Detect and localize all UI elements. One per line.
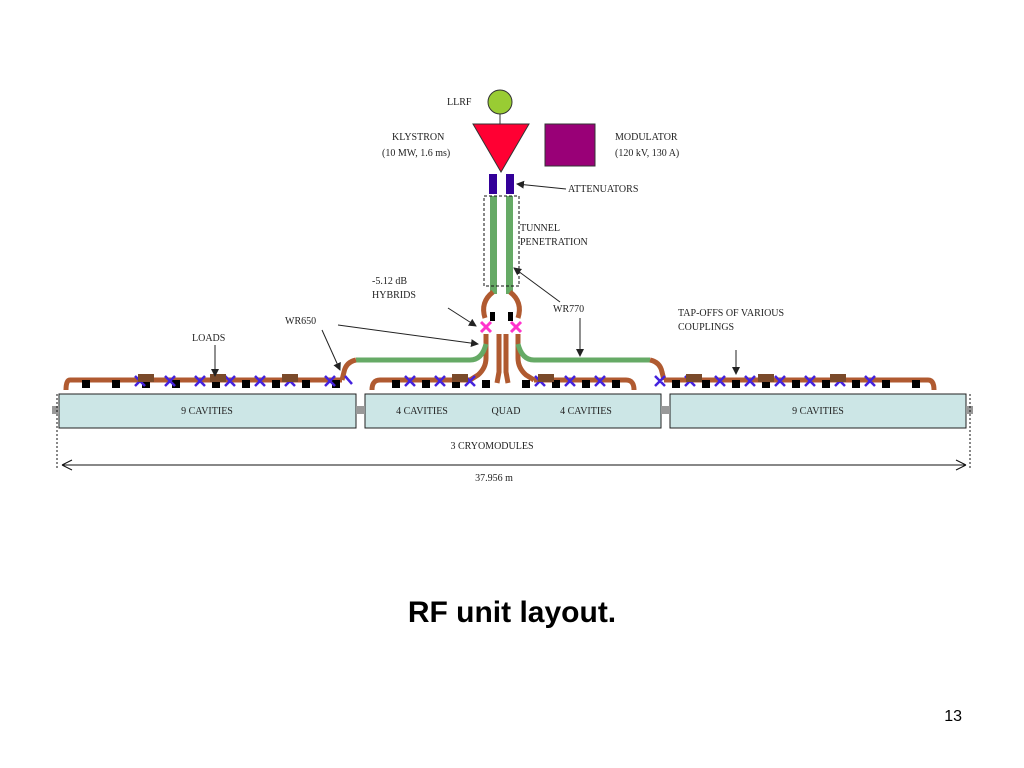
cryo-mid-right-label: 4 CAVITIES bbox=[560, 406, 612, 417]
modulator-box bbox=[544, 123, 596, 167]
left-module-couplers bbox=[82, 374, 353, 388]
llrf-label: LLRF bbox=[447, 97, 472, 108]
tunnel-label-2: PENETRATION bbox=[520, 237, 588, 248]
wr770-label: WR770 bbox=[553, 304, 584, 315]
wr770-guide-left bbox=[490, 196, 497, 294]
hybrids-label-2: HYBRIDS bbox=[372, 290, 416, 301]
klystron-label: KLYSTRON bbox=[392, 132, 444, 143]
cryo-right-label: 9 CAVITIES bbox=[792, 406, 844, 417]
attenuators-label: ATTENUATORS bbox=[568, 184, 638, 195]
hybrid-upper-right bbox=[509, 320, 523, 334]
hybrids-label-1: -5.12 dB bbox=[372, 276, 407, 287]
tunnel-label-1: TUNNEL bbox=[520, 223, 560, 234]
length-label: 37.956 m bbox=[475, 473, 513, 484]
middle-module-couplers bbox=[392, 374, 620, 388]
loads-label: LOADS bbox=[192, 333, 225, 344]
cryomodules-label: 3 CRYOMODULES bbox=[450, 441, 533, 452]
modulator-spec: (120 kV, 130 A) bbox=[615, 148, 679, 159]
tunnel-penetration-box bbox=[483, 195, 520, 287]
klystron-triangle bbox=[472, 123, 530, 173]
modulator-label: MODULATOR bbox=[615, 132, 678, 143]
cryomodule-middle bbox=[364, 393, 662, 429]
cryo-left-label: 9 CAVITIES bbox=[181, 406, 233, 417]
right-module-couplers bbox=[654, 374, 920, 388]
wr770-guide-right bbox=[506, 196, 513, 294]
wr650-label: WR650 bbox=[285, 316, 316, 327]
page-number: 13 bbox=[944, 708, 962, 725]
klystron-spec: (10 MW, 1.6 ms) bbox=[382, 148, 450, 159]
slide-caption: RF unit layout. bbox=[407, 596, 617, 629]
attenuator-left bbox=[489, 174, 497, 194]
cryo-quad-label: QUAD bbox=[492, 406, 521, 417]
hybrid-upper-left bbox=[479, 320, 493, 334]
cryomodule-right bbox=[669, 393, 967, 429]
tapoffs-label-2: COUPLINGS bbox=[678, 322, 734, 333]
llrf-circle bbox=[487, 89, 513, 115]
cryo-mid-left-label: 4 CAVITIES bbox=[396, 406, 448, 417]
wr770-guide-to-left-module bbox=[356, 343, 489, 363]
attenuator-right bbox=[506, 174, 514, 194]
tapoffs-label-1: TAP-OFFS OF VARIOUS bbox=[678, 308, 784, 319]
wr770-guide-to-right-module bbox=[515, 343, 650, 363]
